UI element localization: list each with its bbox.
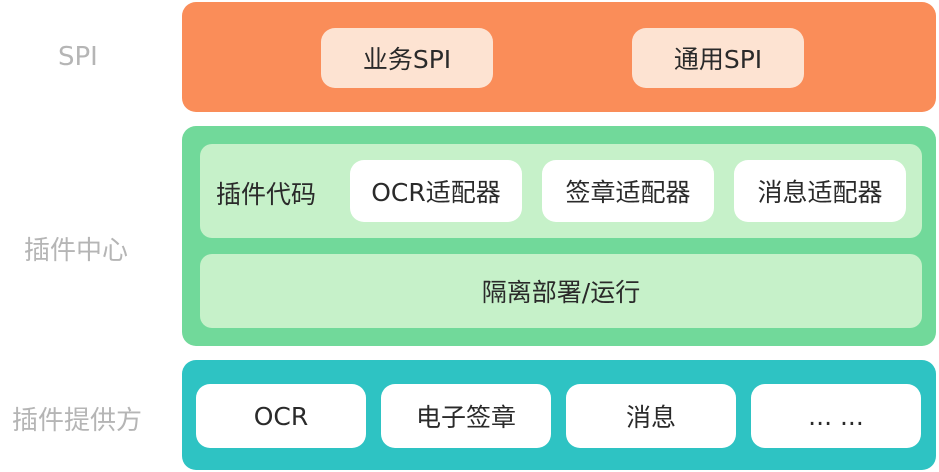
spi-layer: 业务SPI 通用SPI [182, 2, 936, 112]
plugin-provider-layer: OCR 电子签章 消息 ... ... [182, 360, 936, 470]
plugin-provider-row-label: 插件提供方 [12, 406, 143, 436]
plugin-code-band: 插件代码 OCR适配器 签章适配器 消息适配器 [200, 144, 922, 238]
plugin-code-label: 插件代码 [216, 180, 317, 209]
seal-adapter-box[interactable]: 签章适配器 [542, 160, 714, 222]
business-spi-box[interactable]: 业务SPI [321, 28, 493, 88]
provider-message-box[interactable]: 消息 [566, 384, 736, 448]
common-spi-box[interactable]: 通用SPI [632, 28, 804, 88]
ocr-adapter-box[interactable]: OCR适配器 [350, 160, 522, 222]
isolation-band: 隔离部署/运行 [200, 254, 922, 328]
plugin-center-row-label: 插件中心 [24, 236, 129, 266]
isolation-label: 隔离部署/运行 [481, 278, 641, 307]
spi-row-label: SPI [58, 42, 98, 72]
provider-e-seal-box[interactable]: 电子签章 [381, 384, 551, 448]
provider-ocr-box[interactable]: OCR [196, 384, 366, 448]
plugin-center-layer: 插件代码 OCR适配器 签章适配器 消息适配器 隔离部署/运行 [182, 126, 936, 346]
message-adapter-box[interactable]: 消息适配器 [734, 160, 906, 222]
provider-more-box[interactable]: ... ... [751, 384, 921, 448]
